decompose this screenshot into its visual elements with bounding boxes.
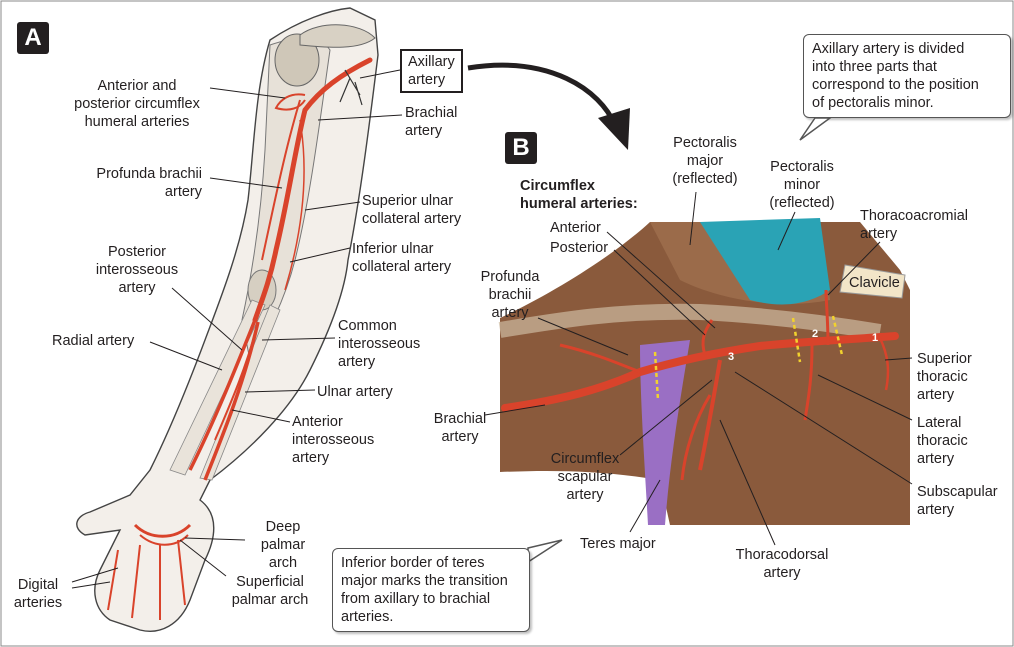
part-2-marker: 2 bbox=[812, 328, 819, 340]
brachial-artery-path bbox=[252, 57, 373, 323]
thoracoacromial-branch bbox=[824, 289, 830, 346]
label-thoracoacromial: Thoracoacromial artery bbox=[860, 208, 968, 242]
label-circumflex-heading: Circumflex humeral arteries: bbox=[520, 178, 638, 212]
label-circumflex-scapular: Circumflex scapular artery bbox=[550, 451, 620, 503]
circumflex-path bbox=[274, 93, 306, 111]
label-radial-artery: Radial artery bbox=[52, 333, 135, 349]
label-pectoralis-major: Pectoralis major (reflected) bbox=[672, 135, 738, 187]
dissection-photo bbox=[498, 218, 910, 525]
label-clavicle: Clavicle bbox=[849, 275, 900, 291]
label-posterior: Posterior bbox=[550, 240, 609, 256]
part-1-marker: 1 bbox=[872, 332, 879, 344]
superior-thoracic-branch bbox=[878, 337, 890, 391]
axillary-branches bbox=[339, 69, 363, 106]
lateral-thoracic-branch bbox=[803, 344, 814, 421]
callout-pectoralis-minor: Axillary artery is divided into three pa… bbox=[803, 34, 1011, 118]
teres-major-muscle bbox=[640, 340, 690, 525]
digital-arteries-path bbox=[107, 539, 186, 620]
subscapular-branch bbox=[698, 359, 722, 471]
teres-border-line bbox=[653, 351, 660, 401]
arm-illustration bbox=[76, 7, 379, 632]
label-anterior: Anterior bbox=[550, 220, 601, 236]
pec-minor-lateral-line bbox=[791, 317, 802, 363]
panel-a-leaders bbox=[71, 69, 403, 589]
label-inferior-ulnar-collateral: Inferior ulnar collateral artery bbox=[352, 241, 452, 275]
label-thoracodorsal: Thoracodorsal artery bbox=[735, 547, 829, 581]
label-posterior-interosseous: Posterior interosseous artery bbox=[95, 244, 179, 296]
arrow-head bbox=[598, 108, 630, 150]
nerve-bundle bbox=[498, 303, 882, 340]
panel-b-badge: B bbox=[505, 132, 537, 164]
scapula-acromion bbox=[299, 24, 376, 48]
label-anterior-posterior-circumflex: Anterior and posterior circumflex humera… bbox=[74, 78, 200, 130]
label-profunda-brachii-b: Profunda brachii artery bbox=[480, 269, 540, 321]
label-brachial-artery-b: Brachial artery bbox=[433, 411, 487, 445]
label-pectoralis-minor: Pectoralis minor (reflected) bbox=[769, 159, 835, 211]
label-axillary-artery-a: Axillary artery bbox=[400, 49, 463, 93]
label-deep-palmar-arch: Deep palmar arch bbox=[260, 519, 306, 571]
circumflex-branches bbox=[701, 319, 714, 356]
clavicle-bone bbox=[839, 264, 906, 299]
circumflex-scapular-branch bbox=[680, 394, 712, 481]
deep-arch-path bbox=[139, 534, 189, 546]
part-3-marker: 3 bbox=[728, 351, 735, 363]
axillary-brachial-artery bbox=[501, 332, 899, 412]
label-superficial-palmar-arch: Superficial palmar arch bbox=[231, 574, 309, 608]
profunda-path bbox=[261, 99, 301, 261]
label-brachial-artery-a: Brachial artery bbox=[405, 105, 458, 139]
callout-teres-major: Inferior border of teres major marks the… bbox=[332, 548, 530, 632]
pectoralis-minor-muscle bbox=[700, 218, 830, 305]
interosseous-path bbox=[214, 329, 257, 441]
collateral-path bbox=[284, 119, 305, 291]
label-teres-major: Teres major bbox=[580, 536, 656, 552]
panel-b-leaders bbox=[484, 191, 913, 546]
label-superior-ulnar-collateral: Superior ulnar collateral artery bbox=[362, 193, 462, 227]
label-lateral-thoracic: Lateral thoracic artery bbox=[917, 415, 968, 467]
label-subscapular: Subscapular artery bbox=[917, 484, 998, 518]
label-anterior-interosseous: Anterior interosseous artery bbox=[292, 414, 375, 466]
humeral-head bbox=[274, 33, 320, 87]
palmar-arch-path bbox=[133, 523, 192, 538]
curved-arrow bbox=[467, 62, 618, 127]
label-digital-arteries: Digital arteries bbox=[13, 577, 63, 611]
label-common-interosseous: Common interosseous artery bbox=[338, 318, 421, 370]
label-superior-thoracic: Superior thoracic artery bbox=[917, 351, 972, 403]
label-profunda-brachii-a: Profunda brachii artery bbox=[96, 166, 202, 200]
profunda-branch bbox=[559, 343, 641, 374]
panel-a-badge: A bbox=[17, 22, 49, 54]
radial-artery-path bbox=[188, 319, 257, 471]
label-ulnar-artery: Ulnar artery bbox=[317, 384, 393, 400]
